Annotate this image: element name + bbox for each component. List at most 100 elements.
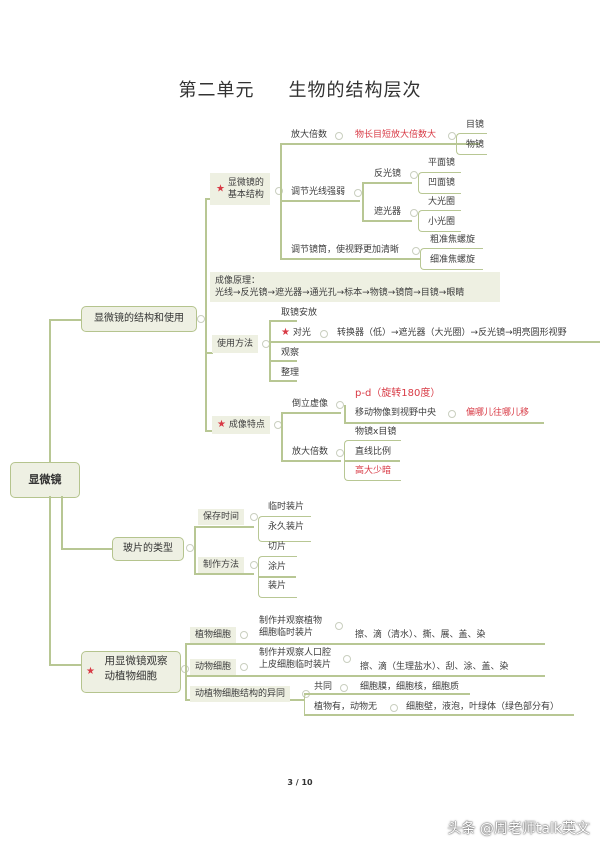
- animal-label: 动物细胞: [195, 662, 232, 672]
- collapse-toggle[interactable]: [335, 132, 343, 140]
- item-objective-x-eyepiece: 物镜x目镜: [355, 427, 397, 437]
- node-making-method[interactable]: 制作方法: [198, 557, 245, 573]
- connector: [362, 182, 412, 184]
- label-focus: 调节镜筒，使视野更加清晰: [291, 245, 400, 255]
- label-plant-only: 植物有，动物无: [314, 702, 378, 712]
- plant-steps: 擦、滴（清水）、撕、展、盖、染: [355, 630, 486, 640]
- item-linear-ratio: 直线比例: [355, 447, 392, 457]
- collapse-toggle[interactable]: [275, 187, 283, 195]
- item-temporary-slide: 临时装片: [268, 502, 305, 512]
- topic-label: 生物的结构层次: [288, 80, 422, 101]
- branch-microscope-structure-use[interactable]: 显微镜的结构和使用: [81, 306, 197, 332]
- connector: [258, 516, 311, 542]
- item-objective: 物镜: [466, 140, 485, 150]
- collapse-toggle[interactable]: [343, 655, 351, 663]
- usage-label: 使用方法: [217, 339, 254, 349]
- collapse-toggle[interactable]: [448, 410, 456, 418]
- collapse-toggle[interactable]: [250, 561, 258, 569]
- branch3-label-line2: 动植物细胞: [104, 670, 158, 682]
- animal-task-line2: 上皮细胞临时装片: [259, 660, 332, 670]
- node-basic-structure[interactable]: ★ 显微镜的 基本结构: [210, 173, 270, 205]
- connector: [281, 460, 341, 462]
- connector: [362, 182, 364, 220]
- connector: [418, 172, 461, 194]
- item-small-aperture: 小光圈: [428, 217, 456, 227]
- star-icon: ★: [86, 666, 95, 677]
- note-pd: p-d（旋转180度）: [355, 388, 441, 399]
- page-title: 第二单元 生物的结构层次: [0, 76, 600, 102]
- note-move-rule: 偏哪儿往哪儿移: [466, 408, 530, 418]
- collapse-toggle[interactable]: [390, 704, 398, 712]
- collapse-toggle[interactable]: [412, 247, 420, 255]
- collapse-toggle[interactable]: [354, 189, 362, 197]
- star-icon: ★: [281, 327, 290, 338]
- node-usage[interactable]: 使用方法: [212, 335, 259, 353]
- connector: [269, 341, 600, 343]
- collapse-toggle[interactable]: [335, 622, 343, 630]
- node-cell-compare[interactable]: 动植物细胞结构的异同: [190, 686, 291, 702]
- connector: [185, 675, 545, 677]
- label-light-adjust: 调节光线强弱: [291, 187, 346, 197]
- node-imaging-principle[interactable]: 成像原理： 光线→反光镜→遮光器→通光孔→标本→物镜→镜筒→目镜→眼睛: [210, 272, 500, 302]
- animal-task: 制作并观察人口腔 上皮细胞临时装片: [259, 647, 331, 671]
- collapse-toggle[interactable]: [336, 401, 344, 409]
- connector: [304, 714, 574, 716]
- unit-label: 第二单元: [178, 80, 255, 101]
- label-magnify: 放大倍数: [292, 447, 329, 457]
- connector: [185, 643, 545, 645]
- root-node[interactable]: 显微镜: [10, 462, 80, 498]
- collapse-toggle[interactable]: [320, 330, 328, 338]
- collapse-toggle[interactable]: [240, 631, 248, 639]
- connector: [269, 380, 297, 382]
- page-number: 3 / 10: [287, 778, 313, 787]
- connector: [49, 664, 81, 666]
- step-take-place: 取镜安放: [281, 308, 318, 318]
- connector: [281, 412, 341, 414]
- label-common: 共同: [314, 682, 333, 692]
- label-reflector: 反光镜: [374, 169, 402, 179]
- collapse-toggle[interactable]: [186, 544, 194, 552]
- connector: [420, 248, 483, 270]
- collapse-toggle[interactable]: [336, 449, 344, 457]
- connector: [194, 573, 254, 575]
- connector: [418, 210, 461, 232]
- connector: [185, 643, 187, 699]
- compare-label: 动植物细胞结构的异同: [195, 689, 286, 699]
- connector: [194, 526, 254, 528]
- item-concave-mirror: 凹面镜: [428, 178, 456, 188]
- branch3-label-line1: 用显微镜观察: [104, 655, 168, 667]
- connector: [61, 548, 113, 550]
- collapse-toggle[interactable]: [340, 684, 348, 692]
- branch-slide-types[interactable]: 玻片的类型: [112, 537, 184, 561]
- connector: [205, 198, 207, 430]
- collapse-toggle[interactable]: [410, 171, 418, 179]
- node-plant-cell[interactable]: 植物细胞: [190, 627, 237, 643]
- node-imaging-features[interactable]: ★ 成像特点: [212, 416, 270, 434]
- connector: [269, 320, 271, 380]
- note-light-adjust: 转换器（低）→遮光器（大光圈）→反光镜→明亮圆形视野: [337, 328, 567, 338]
- plant-task-line2: 细胞临时装片: [259, 628, 314, 638]
- branch-observe-cells[interactable]: ★ 用显微镜观察 动植物细胞: [81, 651, 181, 693]
- step-observe: 观察: [281, 348, 300, 358]
- node-storage-time[interactable]: 保存时间: [198, 509, 245, 525]
- connector: [362, 220, 412, 222]
- collapse-toggle[interactable]: [197, 315, 205, 323]
- value-plant-only: 细胞壁，液泡，叶绿体（绿色部分有）: [406, 702, 560, 712]
- node-animal-cell[interactable]: 动物细胞: [190, 659, 237, 675]
- plant-task: 制作并观察植物 细胞临时装片: [259, 615, 322, 639]
- collapse-toggle[interactable]: [250, 513, 258, 521]
- principle-title: 成像原理：: [215, 276, 261, 286]
- star-icon: ★: [217, 419, 226, 430]
- item-fine-focus: 细准焦螺旋: [430, 255, 476, 265]
- storage-label: 保存时间: [203, 512, 240, 522]
- making-label: 制作方法: [203, 560, 240, 570]
- collapse-toggle[interactable]: [410, 209, 418, 217]
- animal-steps: 擦、滴（生理盐水）、刮、涂、盖、染: [360, 662, 509, 672]
- collapse-toggle[interactable]: [448, 132, 456, 140]
- collapse-toggle[interactable]: [240, 663, 248, 671]
- connector: [49, 319, 51, 463]
- connector: [194, 526, 196, 573]
- branch2-label: 玻片的类型: [123, 543, 173, 554]
- value-common: 细胞膜，细胞核，细胞质: [360, 682, 460, 692]
- connector: [49, 496, 51, 664]
